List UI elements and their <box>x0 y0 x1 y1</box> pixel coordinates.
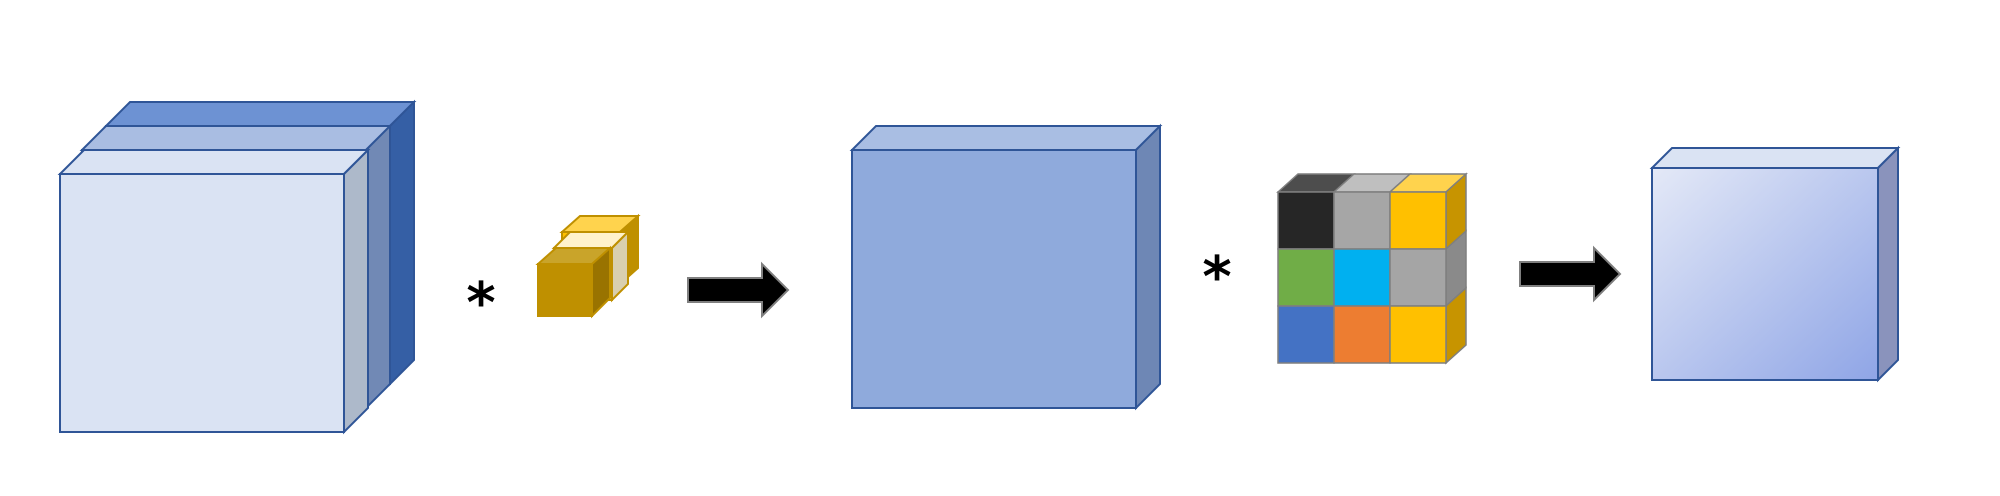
intermediate-feature-map <box>849 123 1163 411</box>
kernel-cell-1-2 <box>1389 248 1447 307</box>
multiply-operator-2: * <box>1202 245 1231 310</box>
kernel-grid <box>1276 172 1468 365</box>
right-arrow-2 <box>1519 245 1622 303</box>
small-kernel <box>535 213 641 319</box>
kernel-cell-1-1 <box>1333 248 1391 307</box>
kernel-cell-0-2 <box>1389 191 1447 250</box>
kernel-cell-2-0 <box>1277 305 1335 364</box>
input-volume <box>57 99 417 435</box>
kernel-cell-0-0 <box>1277 191 1335 250</box>
output-feature-map <box>1649 145 1901 383</box>
multiply-operator-1: * <box>466 271 495 336</box>
right-arrow-1 <box>687 261 790 319</box>
small-kernel-front-slice <box>535 245 613 319</box>
kernel-cell-1-0 <box>1277 248 1335 307</box>
kernel-cell-2-1 <box>1333 305 1391 364</box>
kernel-cell-0-1 <box>1333 191 1391 250</box>
kernel-cell-2-2 <box>1389 305 1447 364</box>
input-layer-front <box>57 147 371 435</box>
